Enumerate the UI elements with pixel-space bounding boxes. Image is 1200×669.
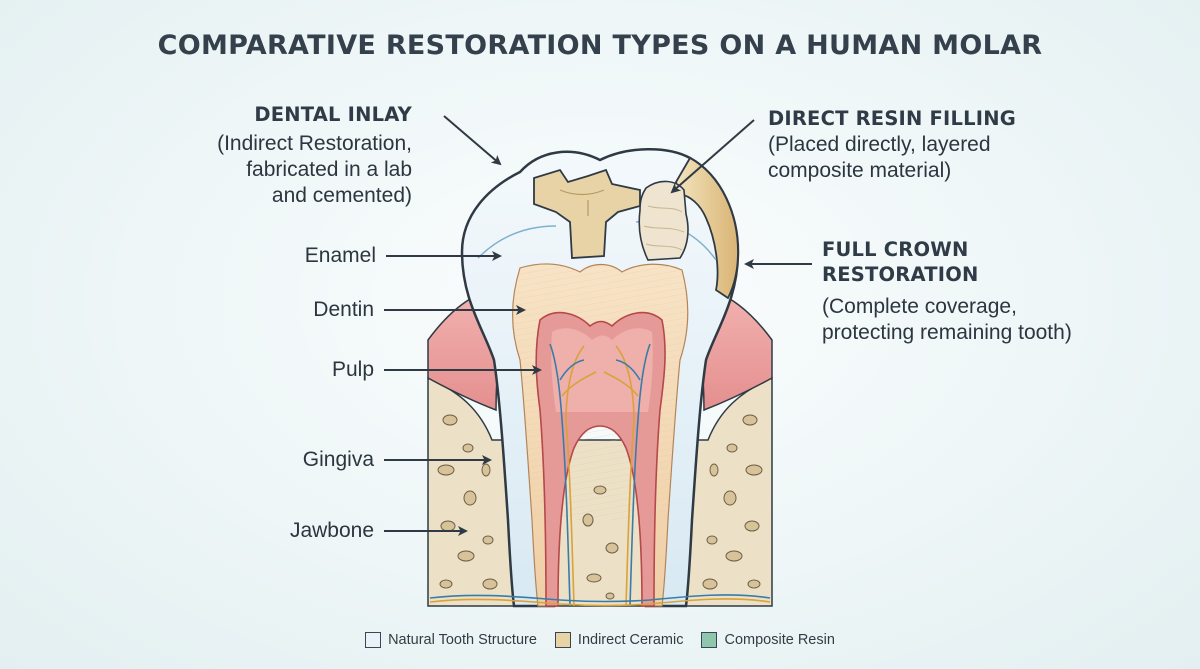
legend-item-ceramic: Indirect Ceramic bbox=[554, 632, 684, 648]
crown-line-1: (Complete coverage, bbox=[822, 295, 1017, 318]
resin-arrow bbox=[670, 119, 755, 194]
legend-label-resin: Composite Resin bbox=[724, 632, 835, 648]
legend-item-natural: Natural Tooth Structure bbox=[365, 632, 537, 648]
label-dentin: Dentin bbox=[313, 298, 374, 321]
legend-item-resin: Composite Resin bbox=[701, 632, 835, 648]
legend-swatch-natural bbox=[365, 632, 382, 648]
label-enamel: Enamel bbox=[304, 244, 376, 267]
legend: Natural Tooth Structure Indirect Ceramic… bbox=[0, 632, 1200, 648]
inlay-heading: DENTAL INLAY bbox=[254, 103, 412, 126]
direct-resin-filling bbox=[638, 180, 689, 261]
legend-label-ceramic: Indirect Ceramic bbox=[577, 632, 684, 648]
crown-heading-line-2: RESTORATION bbox=[822, 263, 979, 286]
resin-line-1: (Placed directly, layered bbox=[768, 133, 991, 156]
resin-line-2: composite material) bbox=[768, 159, 952, 182]
crown-line-2: protecting remaining tooth) bbox=[822, 321, 1072, 344]
resin-heading: DIRECT RESIN FILLING bbox=[768, 107, 1016, 130]
pulp-chamber-core bbox=[551, 328, 653, 412]
crown-heading-line-1: FULL CROWN bbox=[822, 238, 969, 261]
label-pulp: Pulp bbox=[331, 358, 374, 381]
inlay-line-1: (Indirect Restoration, bbox=[217, 132, 412, 155]
dental-inlay bbox=[533, 168, 641, 259]
full-crown-restoration bbox=[675, 156, 739, 300]
legend-swatch-resin bbox=[701, 632, 718, 648]
nerve-vessels bbox=[429, 343, 771, 607]
label-jawbone: Jawbone bbox=[289, 519, 374, 542]
legend-label-natural: Natural Tooth Structure bbox=[388, 632, 537, 648]
inlay-arrow bbox=[443, 115, 502, 166]
label-gingiva: Gingiva bbox=[302, 448, 374, 471]
inlay-line-3: and cemented) bbox=[271, 184, 412, 207]
bone-trabeculae bbox=[437, 414, 763, 600]
inlay-line-2: fabricated in a lab bbox=[246, 158, 412, 181]
legend-swatch-ceramic bbox=[554, 632, 571, 648]
diagram-title: COMPARATIVE RESTORATION TYPES ON A HUMAN… bbox=[157, 30, 1043, 61]
